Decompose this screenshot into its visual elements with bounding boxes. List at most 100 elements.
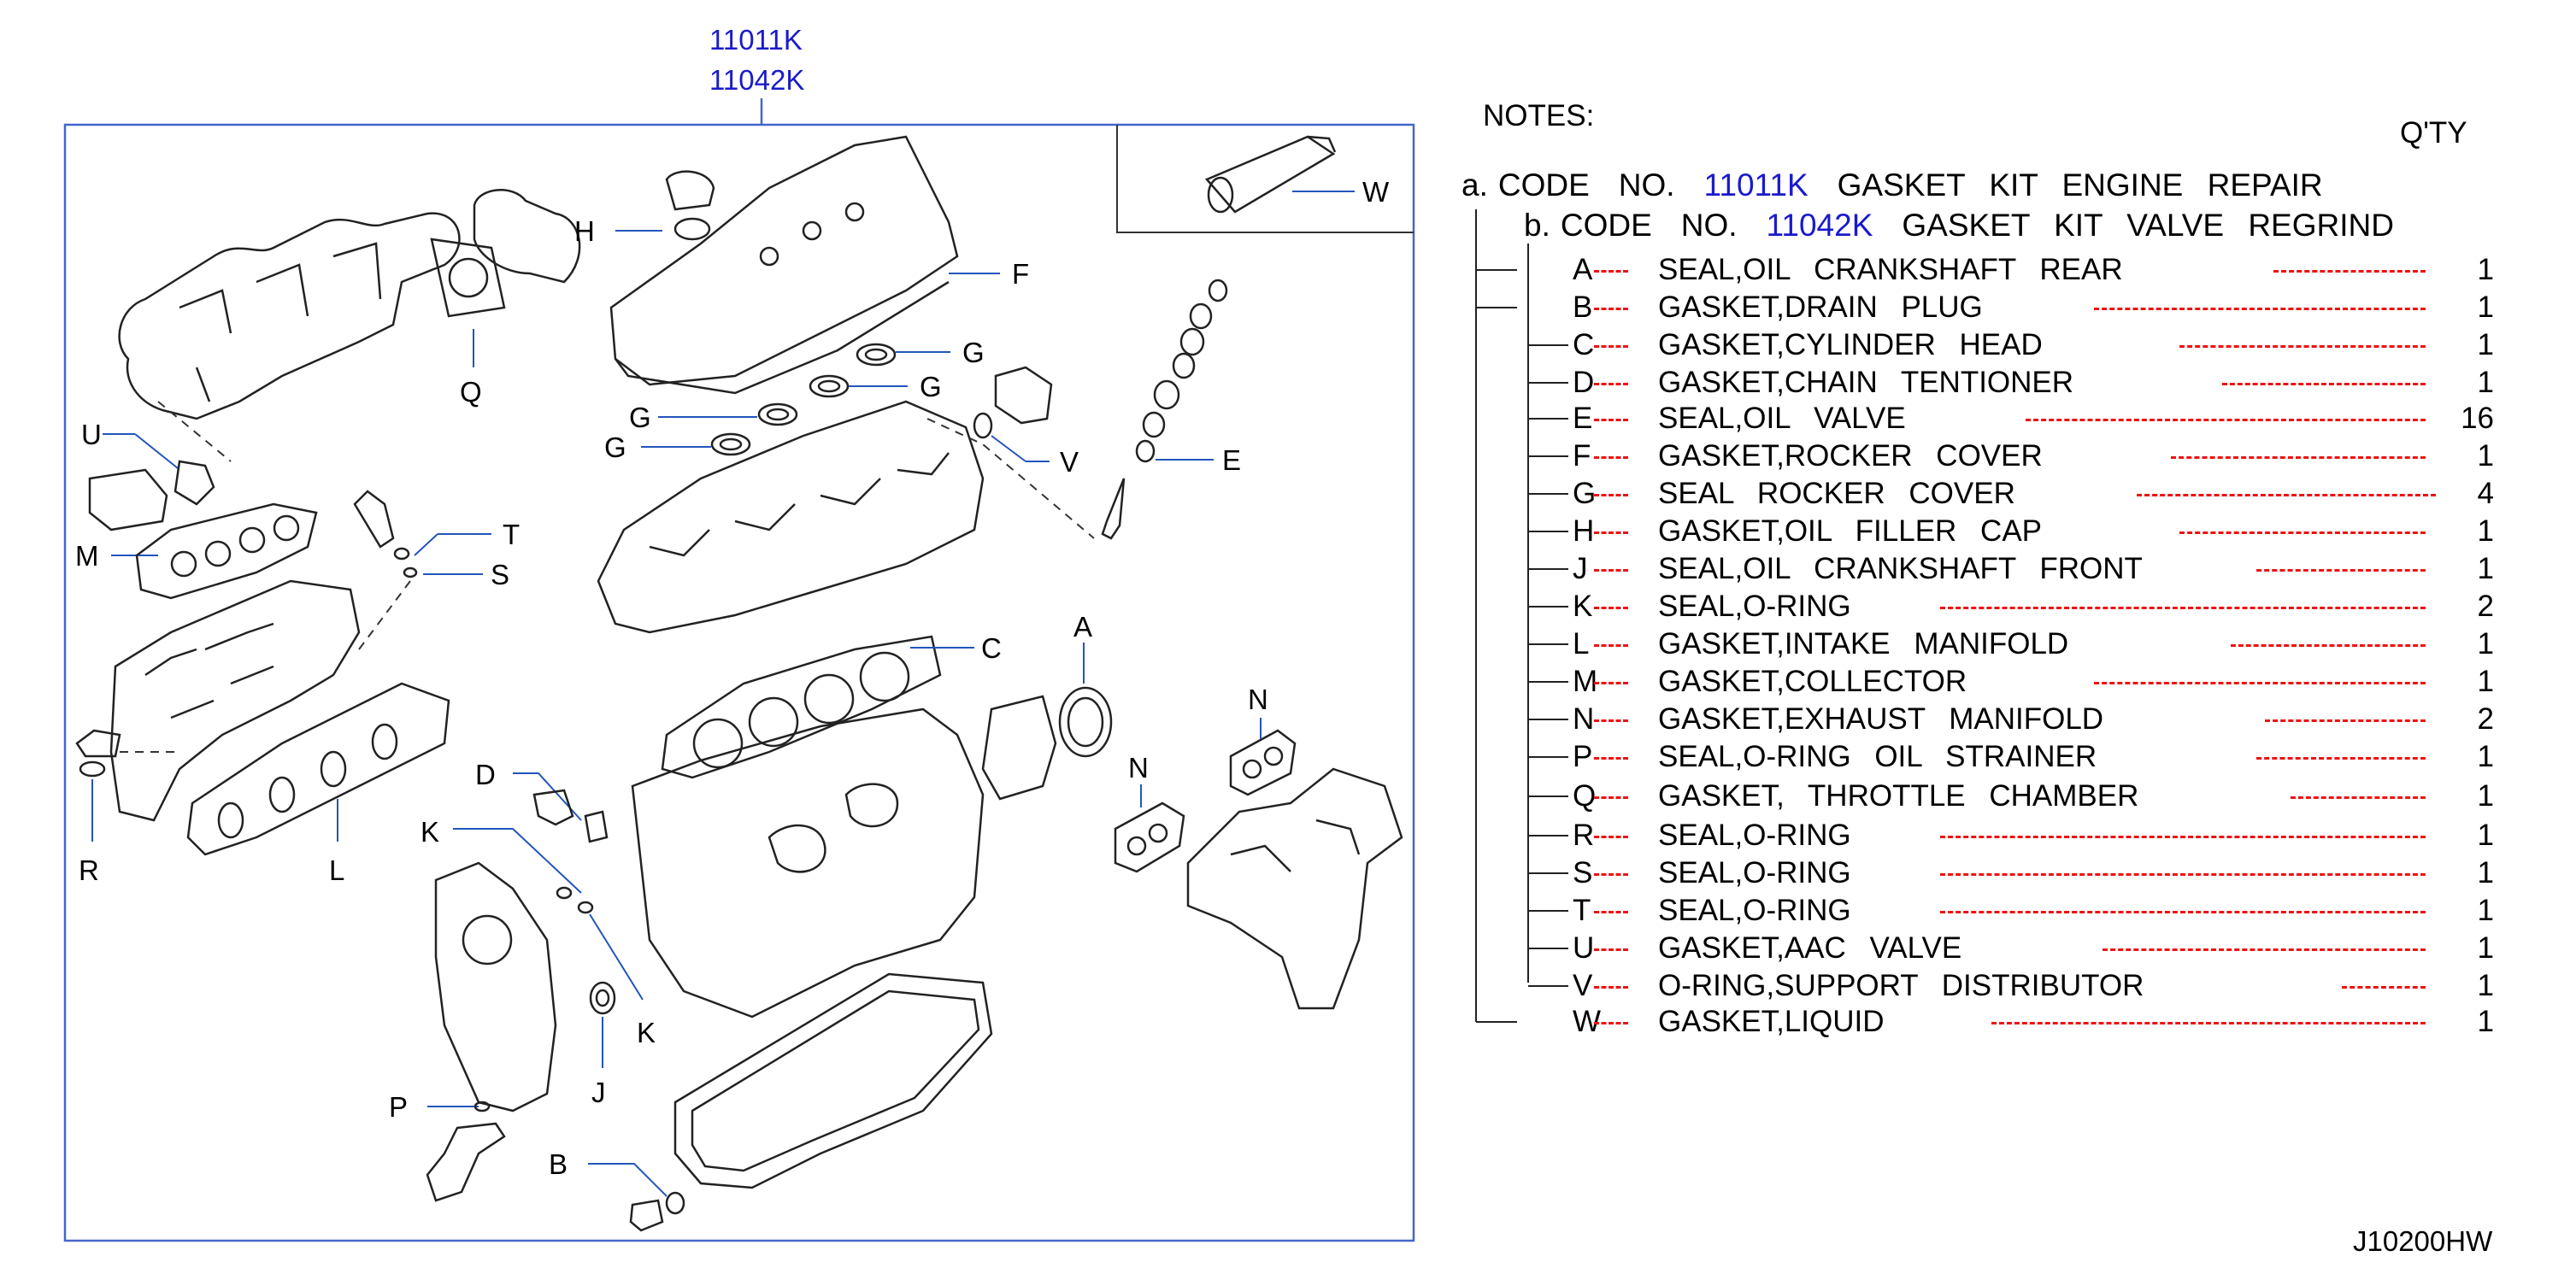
- front-cover: [434, 861, 557, 1112]
- leader-dash-right: [2256, 757, 2426, 760]
- part-description: GASKET,EXHAUST MANIFOLD: [1658, 702, 2104, 736]
- callout-h: H: [574, 215, 595, 247]
- leader-dash-right: [2094, 308, 2426, 310]
- part-letter: B: [1573, 291, 1593, 324]
- leader-dash-right: [1940, 607, 2426, 609]
- valve-parts: [1101, 279, 1228, 540]
- callout-k-1: K: [421, 816, 439, 848]
- part-letter: R: [1573, 819, 1595, 852]
- leader-dash-right: [2265, 719, 2426, 722]
- exhaust-manifold-gaskets: [1114, 729, 1297, 873]
- part-quantity: 1: [2477, 894, 2494, 927]
- part-row-n[interactable]: N GASKET,EXHAUST MANIFOLD 2: [1470, 702, 2564, 740]
- callout-v: V: [1060, 446, 1079, 478]
- part-quantity: 1: [2477, 665, 2494, 698]
- callout-p: P: [389, 1091, 408, 1123]
- part-description: GASKET,CYLINDER HEAD: [1658, 328, 2043, 361]
- leader-dash-left: [1594, 383, 1628, 385]
- part-quantity: 1: [2477, 627, 2494, 660]
- callout-u: U: [81, 419, 102, 450]
- callout-g-1: G: [962, 337, 985, 368]
- part-description: GASKET,LIQUID: [1658, 1005, 1885, 1038]
- kit-b-code[interactable]: 11042K: [1766, 208, 1873, 243]
- throttle-chamber-gasket: [430, 238, 506, 318]
- rocker-cover: [609, 135, 959, 395]
- diagram-code-a[interactable]: 11011K: [709, 24, 803, 56]
- leader-dash-right: [2094, 682, 2426, 684]
- callout-q: Q: [460, 376, 482, 408]
- part-letter: E: [1573, 402, 1593, 435]
- leader-dash-right: [2222, 383, 2426, 385]
- part-letter: S: [1573, 856, 1593, 889]
- collector-part: [118, 212, 461, 420]
- part-letter: M: [1573, 665, 1598, 698]
- kit-b-desc: GASKET KIT VALVE REGRIND: [1902, 208, 2394, 243]
- part-description: SEAL,O-RING: [1658, 590, 1851, 623]
- leader-dash-right: [2273, 270, 2426, 273]
- part-letter: K: [1573, 590, 1593, 623]
- qty-header: Q'TY: [2400, 116, 2467, 150]
- part-description: O-RING,SUPPORT DISTRIBUTOR: [1658, 969, 2144, 1002]
- kit-a-no: NO.: [1618, 167, 1675, 203]
- leader-dash-left: [1594, 531, 1628, 534]
- crankshaft-rear-seal: [981, 686, 1113, 801]
- part-letter: U: [1573, 931, 1595, 965]
- exhaust-manifold: [1186, 767, 1403, 1010]
- part-quantity: 1: [2477, 779, 2494, 813]
- leader-dash-right: [2171, 456, 2426, 459]
- leader-dash-right: [2342, 986, 2426, 989]
- part-quantity: 1: [2477, 253, 2494, 286]
- diagram-code-b[interactable]: 11042K: [709, 64, 804, 96]
- part-description: SEAL,OIL VALVE: [1658, 402, 1906, 435]
- part-description: SEAL,O-RING: [1658, 856, 1851, 889]
- liquid-gasket-tube: [1204, 135, 1337, 214]
- part-quantity: 1: [2477, 291, 2494, 324]
- part-letter: N: [1573, 702, 1595, 736]
- part-description: SEAL ROCKER COVER: [1658, 477, 2015, 510]
- chain-tensioner-gasket: [532, 789, 609, 843]
- leader-dash-right: [2291, 796, 2426, 799]
- callout-t: T: [503, 519, 520, 550]
- callout-b: B: [549, 1148, 568, 1180]
- kit-a-desc: GASKET KIT ENGINE REPAIR: [1837, 167, 2323, 203]
- part-letter: A: [1573, 253, 1593, 286]
- callout-j: J: [591, 1077, 606, 1108]
- leader-dash-left: [1594, 419, 1628, 421]
- part-quantity: 1: [2477, 969, 2494, 1002]
- leader-dash-right: [1940, 836, 2426, 838]
- leader-dash-left: [1594, 607, 1628, 609]
- aac-valve: [88, 460, 215, 531]
- leader-dash-left: [1594, 345, 1628, 348]
- o-ring-r: [75, 729, 121, 778]
- leader-dash-right: [1940, 873, 2426, 876]
- oil-filler-cap: [665, 170, 715, 241]
- part-quantity: 2: [2477, 702, 2494, 736]
- callout-c: C: [981, 632, 1002, 664]
- part-quantity: 1: [2477, 819, 2494, 852]
- kit-a-code[interactable]: 11011K: [1703, 167, 1808, 203]
- intake-manifold-gasket: [186, 682, 450, 856]
- leader-dash-left: [1594, 569, 1628, 572]
- leader-dash-right: [2026, 419, 2426, 421]
- part-description: GASKET,AAC VALVE: [1658, 931, 1962, 965]
